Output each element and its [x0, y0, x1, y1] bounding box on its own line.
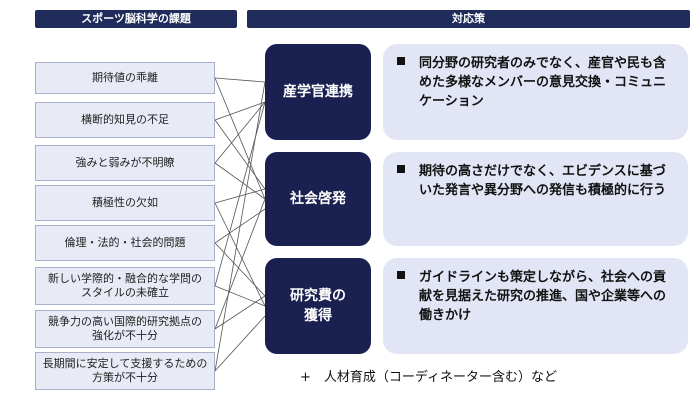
- measures-header: 対応策: [247, 10, 690, 28]
- measure-research-funding: 研究費の 獲得: [265, 258, 371, 354]
- issue-box-1: 期待値の乖離: [35, 62, 215, 94]
- measure-detail-1: 同分野の研究者のみでなく、産官や民も含めた多様なメンバーの意見交換・コミュニケー…: [383, 44, 688, 140]
- issue-box-8: 長期間に安定して支援するための 方策が不十分: [35, 352, 215, 390]
- issue-box-3: 強みと弱みが不明瞭: [35, 145, 215, 181]
- connector-line: [214, 77, 266, 200]
- issue-box-5: 倫理・法的・社会的問題: [35, 225, 215, 261]
- detail-text: ガイドラインも策定しながら、社会への貢献を見据えた研究の推進、国や企業等への働き…: [419, 270, 667, 323]
- detail-text: 期待の高さだけでなく、エビデンスに基づいた発言や異分野への発信も積極的に行う: [419, 164, 667, 198]
- connector-line: [214, 285, 266, 307]
- footer-note: + 人材育成（コーディネーター含む）など: [300, 370, 557, 385]
- connector-line: [214, 198, 266, 330]
- connector-line: [214, 188, 266, 204]
- bullet-square-icon: [397, 165, 405, 173]
- issue-box-4: 積極性の欠如: [35, 185, 215, 221]
- connector-line: [214, 77, 266, 83]
- bullet-square-icon: [397, 57, 405, 65]
- connector-line: [214, 101, 266, 121]
- measure-public-awareness: 社会啓発: [265, 152, 371, 246]
- connector-line: [214, 101, 266, 287]
- measure-detail-3: ガイドラインも策定しながら、社会への貢献を見据えた研究の推進、国や企業等への働き…: [383, 258, 688, 354]
- connector-line: [214, 202, 266, 307]
- detail-text: 同分野の研究者のみでなく、産官や民も含めた多様なメンバーの意見交換・コミュニケー…: [419, 56, 667, 109]
- connector-line: [214, 119, 266, 190]
- connector-line: [214, 315, 266, 372]
- issue-box-6: 新しい学際的・融合的な学問の スタイルの未確立: [35, 267, 215, 305]
- connector-line: [214, 81, 266, 372]
- connector-line: [214, 162, 266, 200]
- measure-industry-academia-government: 産学官連携: [265, 44, 371, 140]
- issues-header: スポーツ脳科学の課題: [35, 10, 237, 28]
- issue-box-2: 横断的知見の不足: [35, 102, 215, 138]
- measure-detail-2: 期待の高さだけでなく、エビデンスに基づいた発言や異分野への発信も積極的に行う: [383, 152, 688, 246]
- connector-line: [214, 242, 266, 297]
- bullet-square-icon: [397, 271, 405, 279]
- connector-line: [214, 101, 266, 164]
- issue-box-7: 競争力の高い国際的研究拠点の 強化が不十分: [35, 310, 215, 348]
